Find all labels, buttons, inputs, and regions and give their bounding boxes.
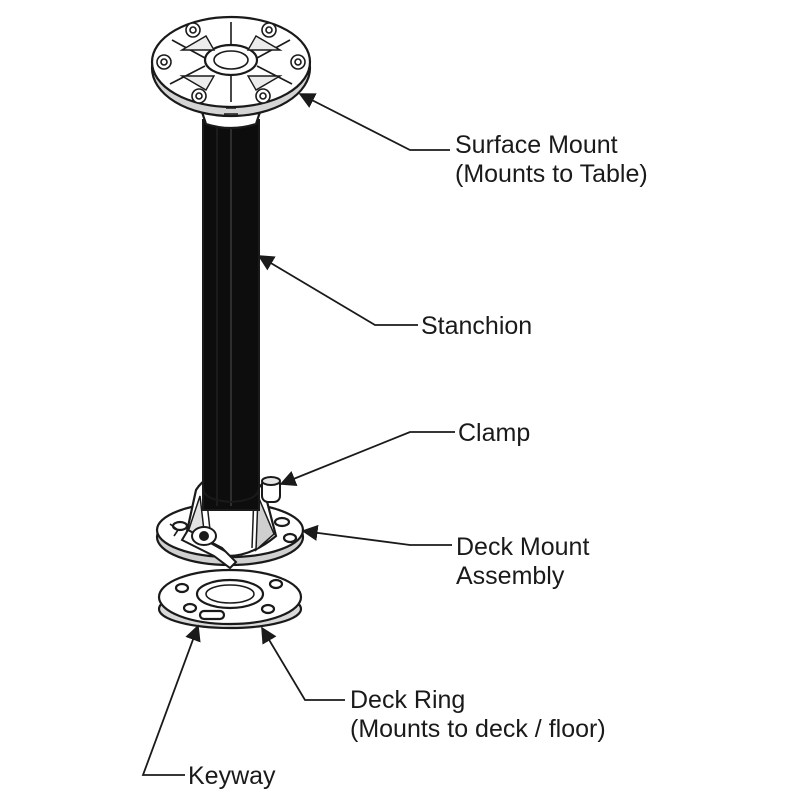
leader-deck-ring — [261, 626, 345, 701]
leader-surface-mount — [298, 93, 450, 151]
leader-clamp — [279, 431, 455, 487]
deck-mount-collar — [202, 487, 260, 504]
keyway-slot — [198, 609, 226, 621]
label-deck-ring-line2: (Mounts to deck / floor) — [350, 715, 606, 743]
clamp-lever — [169, 523, 238, 570]
leader-stanchion — [257, 255, 418, 326]
label-stanchion-line1: Stanchion — [421, 312, 533, 340]
label-deck-ring-line1: Deck Ring — [350, 686, 466, 714]
label-surface-mount-line2: (Mounts to Table) — [455, 160, 648, 188]
stanchion-tube — [202, 119, 260, 511]
label-keyway: Keyway — [188, 762, 276, 791]
label-clamp-line1: Clamp — [458, 419, 531, 447]
label-keyway-line1: Keyway — [188, 762, 276, 790]
leader-keyway — [141, 624, 201, 776]
label-deck-mount: Deck Mount Assembly — [456, 533, 589, 591]
label-deck-mount-line1: Deck Mount — [456, 533, 590, 561]
label-clamp: Clamp — [458, 419, 530, 448]
leader-deck-mount — [301, 524, 452, 546]
label-surface-mount: Surface Mount (Mounts to Table) — [455, 131, 648, 189]
surface-mount — [150, 15, 312, 130]
label-stanchion: Stanchion — [421, 312, 532, 341]
label-surface-mount-line1: Surface Mount — [455, 131, 618, 159]
clamp-knob — [261, 476, 281, 503]
label-deck-ring: Deck Ring (Mounts to deck / floor) — [350, 686, 606, 744]
deck-ring — [157, 568, 303, 630]
label-deck-mount-line2: Assembly — [456, 562, 565, 590]
